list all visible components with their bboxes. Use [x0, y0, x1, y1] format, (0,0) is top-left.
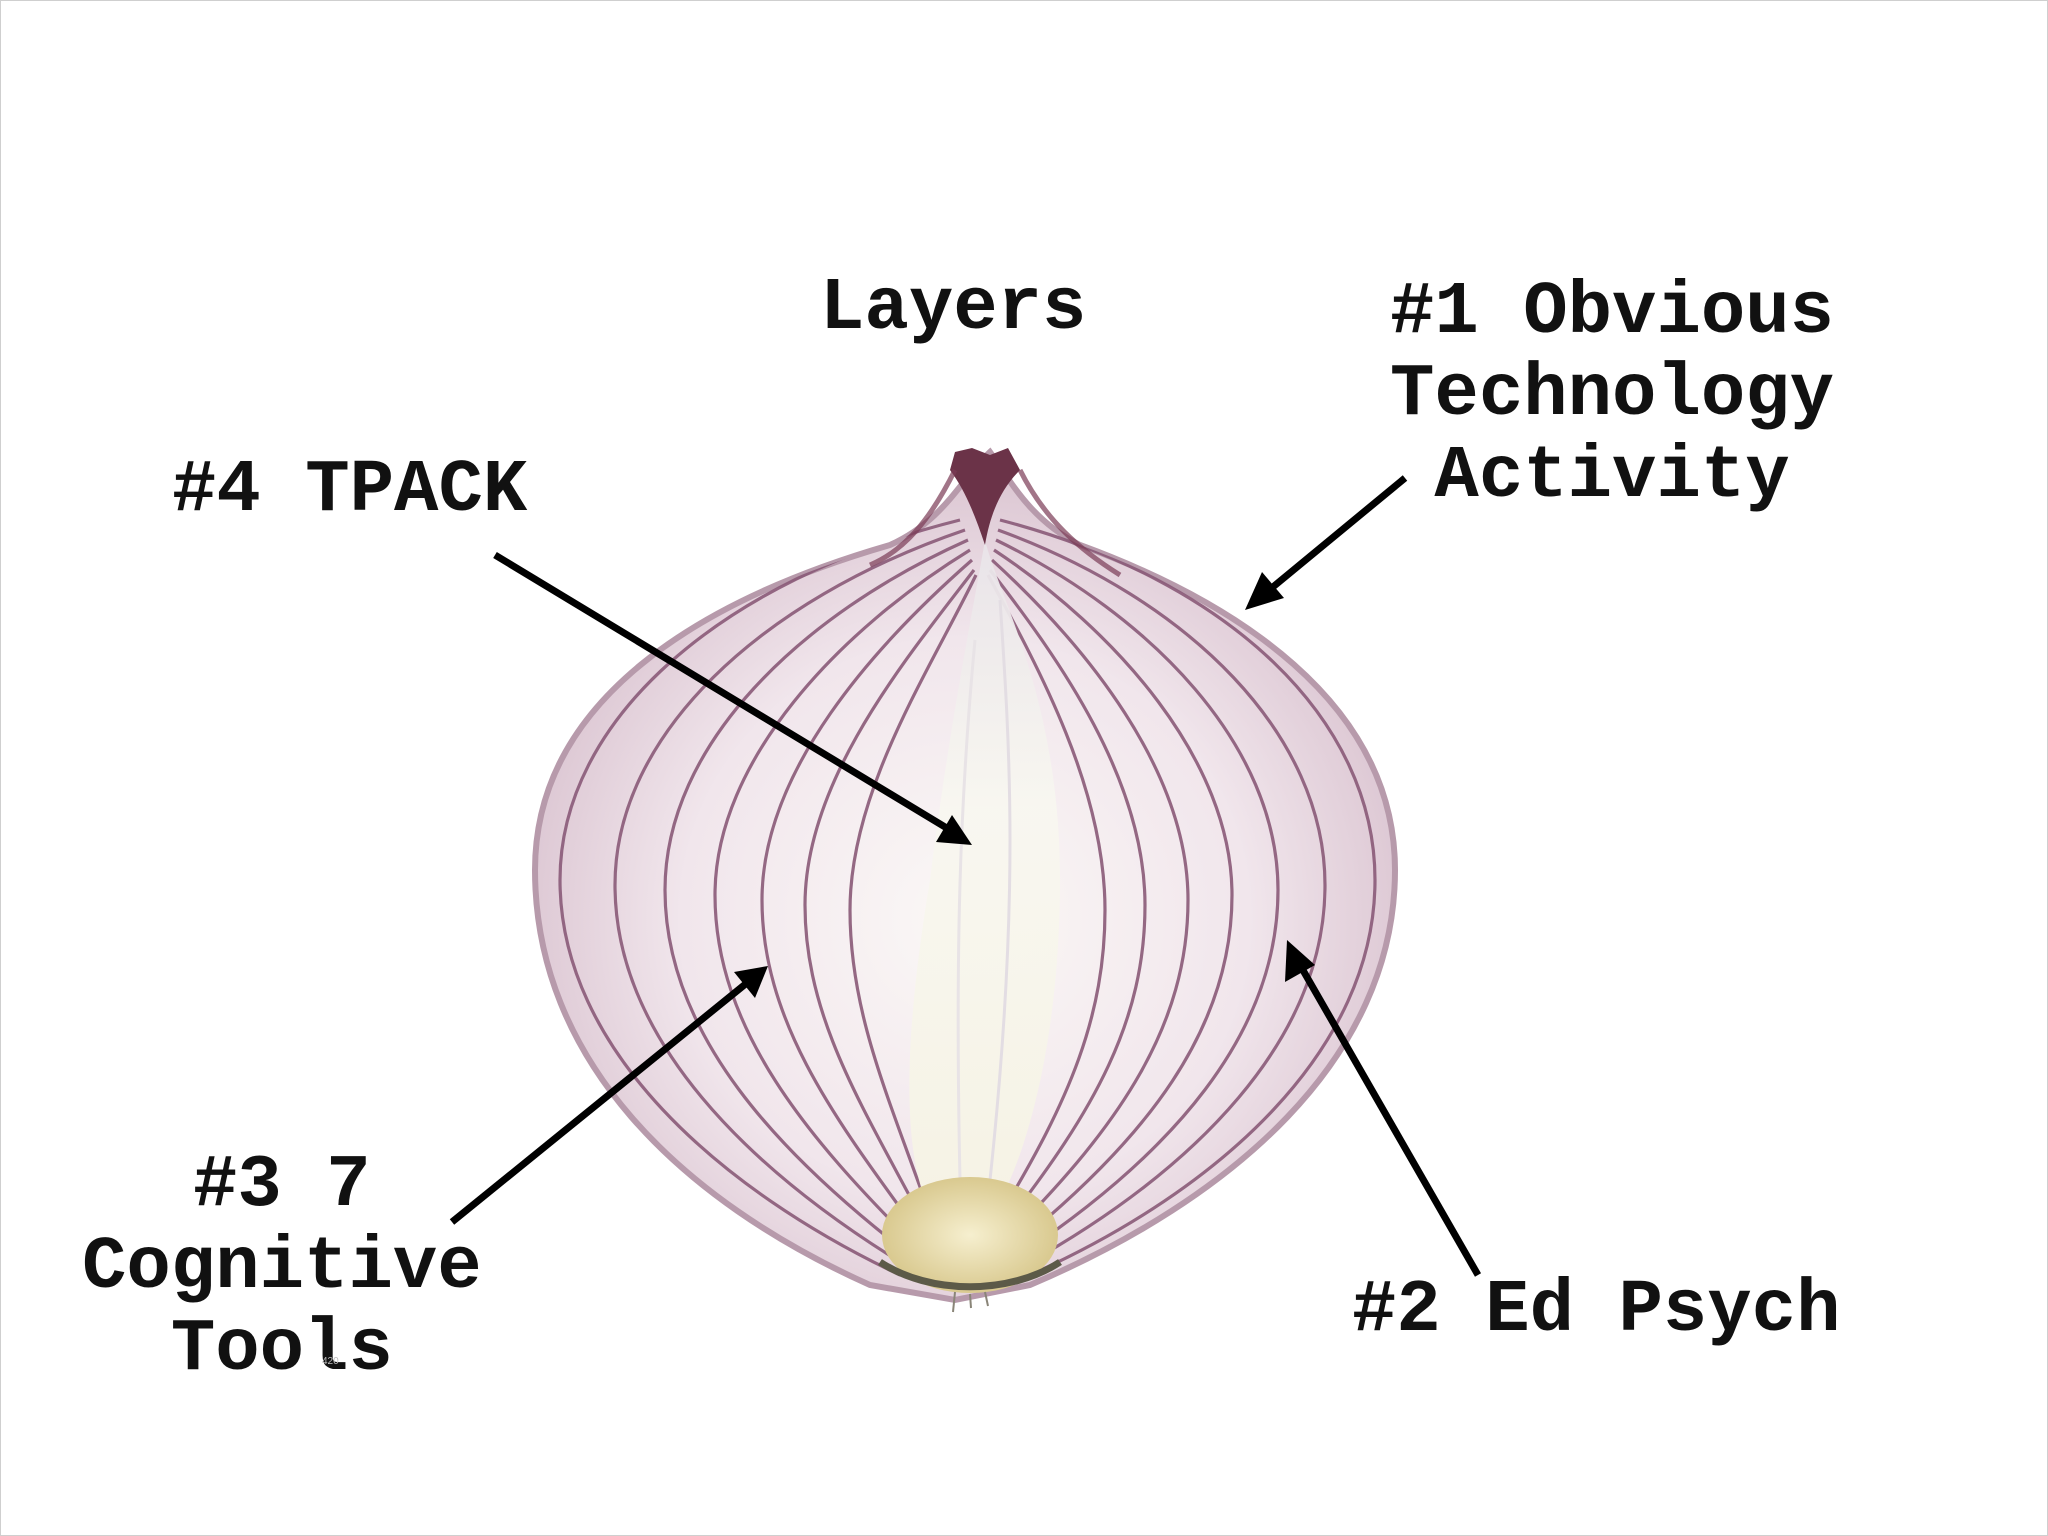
label-layer3-line1: #3 7: [193, 1144, 371, 1228]
tiny-artifact-text: 420: [322, 1356, 339, 1367]
onion-core: [909, 540, 1060, 1210]
arrow-layer1-head: [1245, 572, 1284, 610]
diagram-title: Layers: [820, 268, 1086, 350]
label-layer1-line2: Technology: [1390, 353, 1835, 437]
tiny-artifact: 420: [322, 1356, 339, 1367]
arrow-layer2-head: [1285, 940, 1315, 982]
label-layer1: #1 Obvious Technology Activity: [1390, 272, 1834, 518]
label-layer4: #4 TPACK: [172, 450, 527, 532]
label-layer3-line3: Tools: [170, 1308, 393, 1392]
title-text: Layers: [820, 267, 1087, 351]
arrow-layer1: [1259, 475, 1408, 599]
label-layer2: #2 Ed Psych: [1352, 1270, 1840, 1352]
label-layer3-line2: Cognitive: [82, 1226, 482, 1310]
label-layer3: #3 7 Cognitive Tools: [82, 1145, 482, 1391]
onion-image: [531, 447, 1399, 1313]
arrow-layer4-head: [936, 815, 972, 845]
arrow-layer2: [1296, 963, 1482, 1277]
label-layer4-line1: #4 TPACK: [172, 449, 528, 533]
arrows: [449, 475, 1482, 1277]
arrow-layer3: [449, 979, 751, 1225]
label-layer1-line3: Activity: [1434, 435, 1790, 519]
label-layer1-line1: #1 Obvious: [1390, 271, 1835, 355]
arrow-layer4: [493, 552, 952, 833]
label-layer2-line1: #2 Ed Psych: [1352, 1269, 1841, 1353]
arrow-layer3-head: [734, 966, 768, 998]
onion-tip: [950, 448, 1020, 545]
onion-root: [882, 1177, 1058, 1293]
